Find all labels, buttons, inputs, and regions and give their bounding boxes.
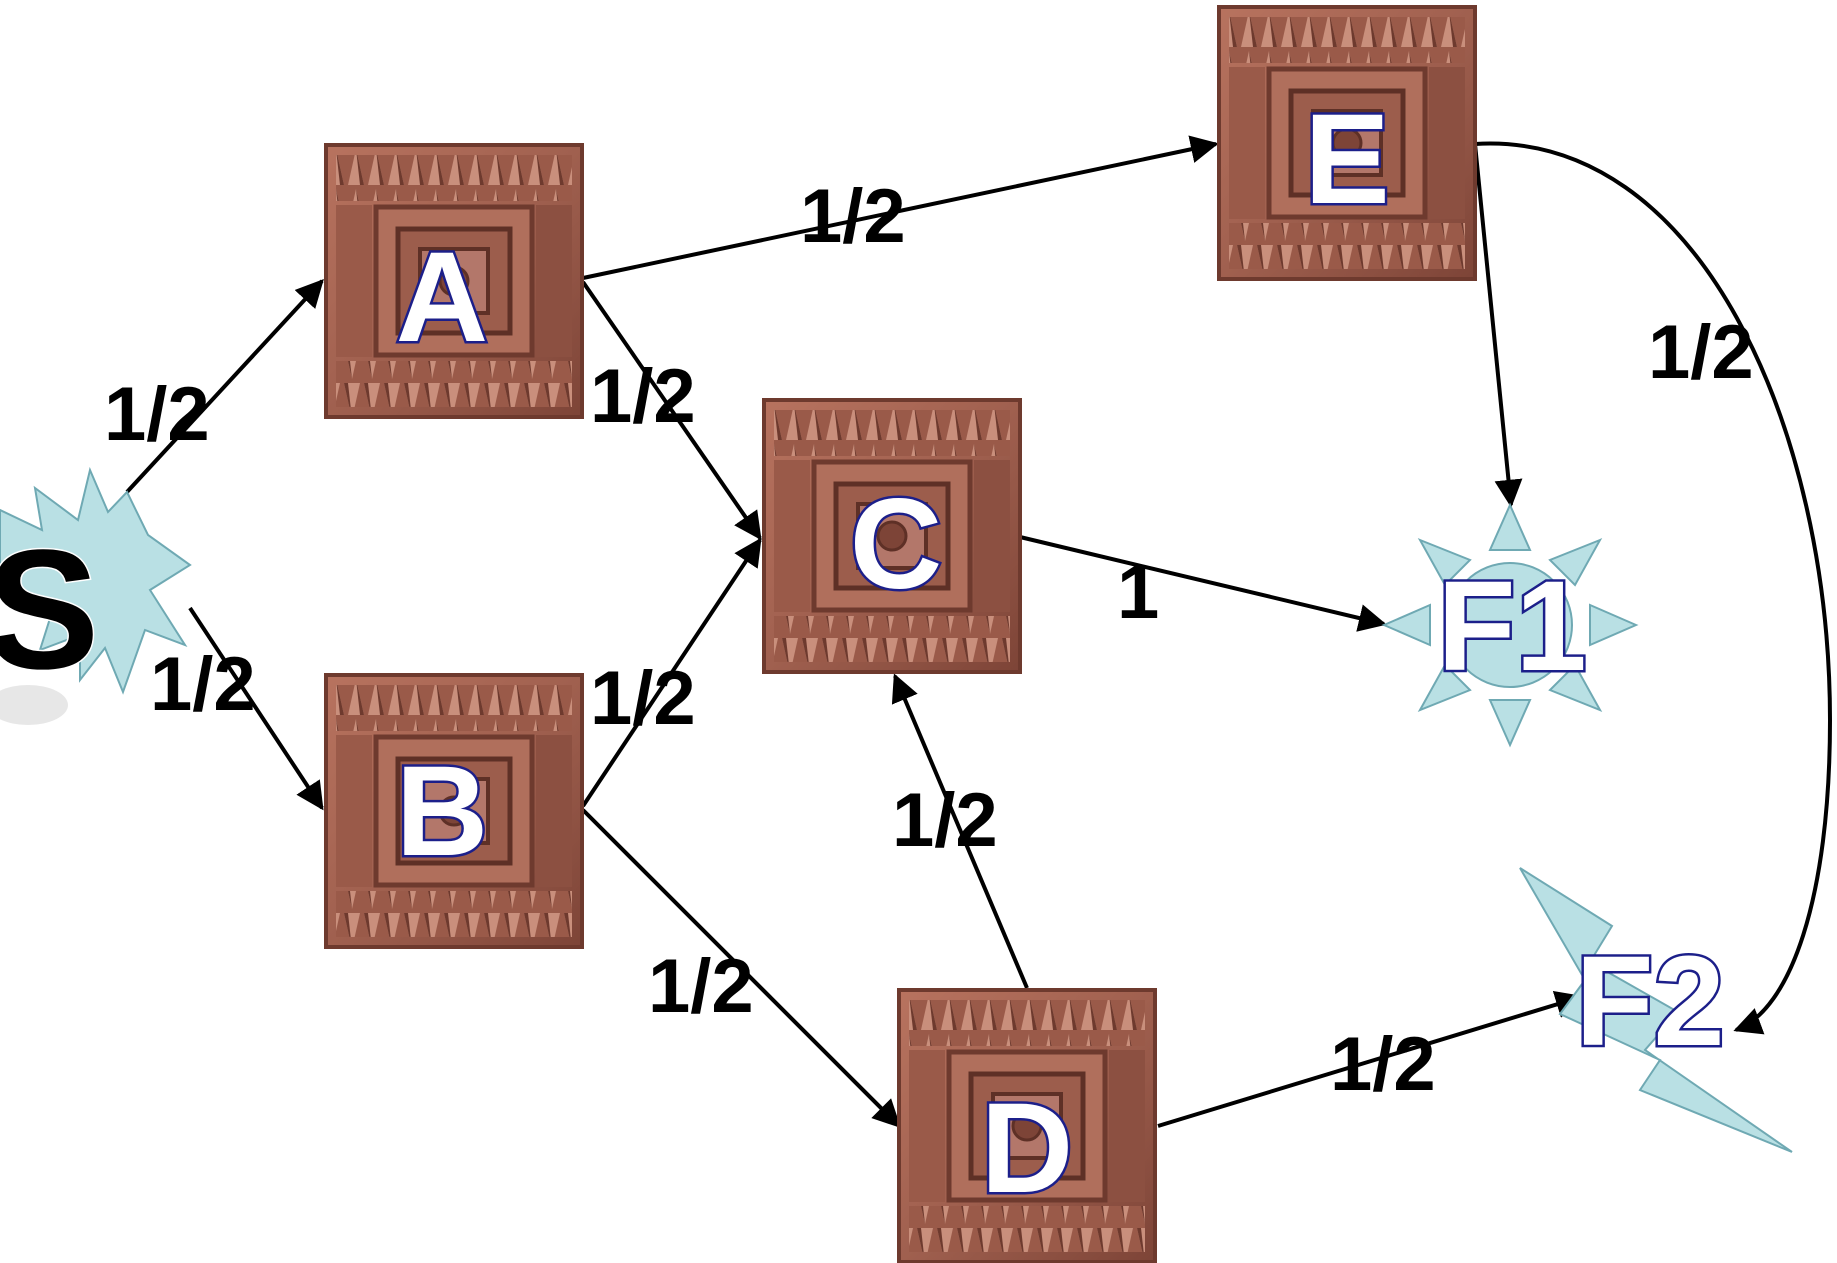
node-s-label: S bbox=[0, 515, 99, 705]
node-a-label: A bbox=[396, 226, 488, 369]
node-d-label: D bbox=[981, 1077, 1073, 1220]
starburst-icon bbox=[0, 466, 192, 695]
edge-b-c bbox=[581, 537, 762, 808]
edge-label-c-f1: 1 bbox=[1117, 550, 1159, 635]
node-a: A bbox=[326, 145, 582, 417]
edge-d-f2 bbox=[1157, 990, 1584, 1128]
node-s-reflection bbox=[0, 685, 68, 725]
edge-label-e-f2: 1/2 bbox=[1648, 310, 1754, 395]
node-b-label: B bbox=[396, 740, 488, 883]
edge-label-b-c: 1/2 bbox=[590, 656, 696, 741]
node-f1-label: F1 bbox=[1437, 555, 1586, 698]
lightning-bolt-icon bbox=[1519, 867, 1793, 1153]
node-c-label: C bbox=[850, 473, 942, 616]
edge-e-f1 bbox=[1473, 143, 1523, 508]
node-e-label: E bbox=[1304, 88, 1389, 231]
node-d: D bbox=[899, 990, 1155, 1262]
edge-s-a bbox=[125, 278, 324, 494]
edge-a-c bbox=[581, 280, 762, 541]
edge-a-e bbox=[582, 135, 1219, 280]
node-f2: F2 bbox=[1519, 867, 1793, 1153]
edge-c-f1 bbox=[1019, 535, 1387, 632]
edge-e-f2 bbox=[1474, 141, 1833, 1035]
edge-label-s-b: 1/2 bbox=[150, 642, 256, 727]
edge-label-a-e: 1/2 bbox=[800, 174, 906, 259]
edge-b-d bbox=[581, 808, 901, 1128]
edges-layer bbox=[125, 135, 1833, 1128]
edge-label-a-c: 1/2 bbox=[590, 354, 696, 439]
sun-icon bbox=[1381, 502, 1639, 748]
edge-label-b-d: 1/2 bbox=[648, 944, 754, 1029]
node-c: C bbox=[764, 400, 1020, 672]
edge-s-b bbox=[188, 606, 324, 811]
node-f2-label: F2 bbox=[1575, 930, 1724, 1073]
edge-label-s-a: 1/2 bbox=[104, 372, 210, 457]
edge-labels-layer: 1/2 1/2 1/2 1/2 1/2 1/2 1 1/2 1/2 1/2 bbox=[104, 174, 1754, 1107]
node-b: B bbox=[326, 675, 582, 947]
edge-label-d-c: 1/2 bbox=[892, 778, 998, 863]
edge-d-c bbox=[891, 673, 1029, 989]
edge-label-d-f2: 1/2 bbox=[1330, 1022, 1436, 1107]
node-f1: F1 bbox=[1381, 502, 1639, 748]
node-e: E bbox=[1219, 7, 1475, 279]
node-s: S bbox=[0, 466, 192, 725]
